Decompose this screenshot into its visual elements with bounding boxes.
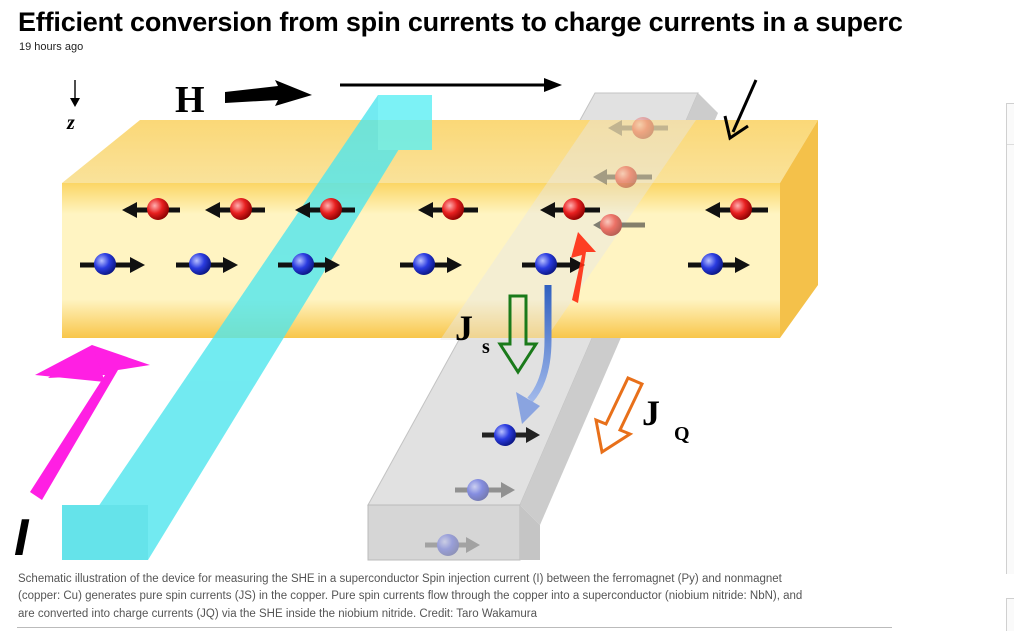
spin-current-subscript: s [482,336,490,358]
spin-up-electron-faded [593,166,652,188]
spin-up-electron-faded [608,117,668,139]
field-arrow-icon [225,80,312,106]
spin-down-electron [80,253,145,275]
spin-up-electron [205,198,265,220]
spin-current-indicator: J s [455,294,539,375]
z-axis-indicator: z [66,80,80,134]
spin-up-electron [295,198,355,220]
spin-down-electron-faded [455,479,515,501]
spin-up-electron [540,198,600,220]
charge-current-indicator: J Q [594,376,690,455]
injection-current-label: I [14,509,30,567]
spin-down-electron [400,253,462,275]
electron-flow-arrow-icon [516,285,552,424]
spin-up-electron-faded [593,214,645,236]
diagonal-pointer-icon [723,79,758,141]
spin-down-electron [176,253,238,275]
spin-current-arrow-icon [497,294,539,375]
spin-up-electron [705,198,768,220]
spin-hall-up-arrow-icon [571,232,596,303]
article-timestamp: 19 hours ago [19,41,84,53]
spin-up-electron [418,198,478,220]
charge-current-arrow-icon [594,376,645,455]
caption-divider [17,627,892,628]
charge-current-subscript: Q [674,423,690,445]
article-headline: Efficient conversion from spin currents … [18,7,903,37]
spin-down-electron [522,253,585,275]
spin-current-label: J [455,308,473,348]
magnetic-field-indicator: H [175,78,562,121]
spin-down-electron-in-superconductor [482,424,540,446]
injection-current-arrow-icon [30,345,150,500]
spin-down-electron [688,253,750,275]
sidebar-panel-lower [1006,598,1014,631]
figure-caption: Schematic illustration of the device for… [18,573,803,620]
spin-up-electron [122,198,180,220]
spin-down-electron-faded [425,534,480,556]
device-schematic-figure: z H [14,78,818,567]
field-label: H [175,79,205,121]
spin-down-electrons [80,253,750,556]
ferromagnet-bar [62,120,818,338]
spin-down-electron [278,253,340,275]
charge-current-label: J [642,393,660,433]
z-axis-label: z [66,112,75,134]
spin-up-electrons [122,117,768,236]
sidebar-panel [1006,103,1014,574]
